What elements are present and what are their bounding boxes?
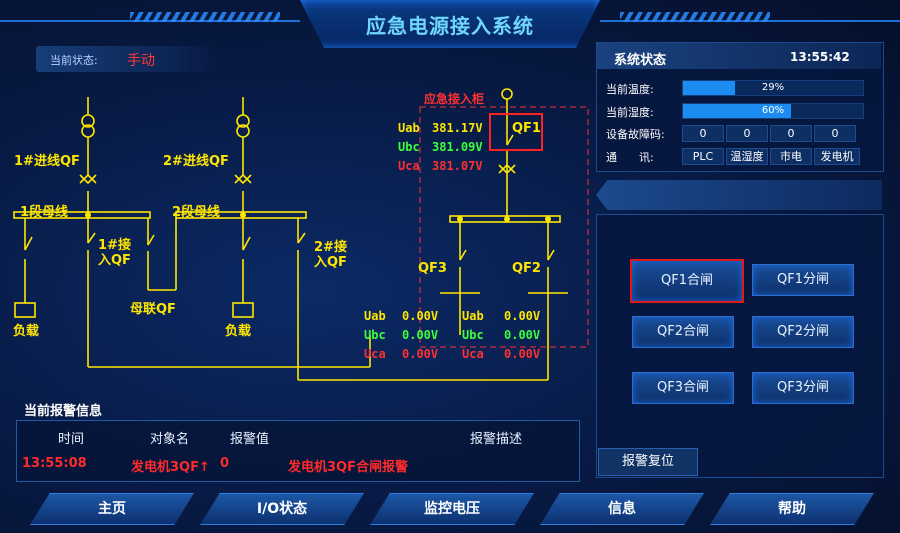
single-line-diagram bbox=[13, 88, 589, 381]
incoming1-label: 1#进线QF bbox=[14, 154, 80, 169]
meter-top-uca-value: 381.07V bbox=[432, 159, 483, 173]
bus2-bar bbox=[175, 211, 307, 219]
system-status-header bbox=[597, 43, 881, 69]
meter-left-uca-name: Uca bbox=[364, 347, 386, 361]
alarm-col-value: 报警值 bbox=[230, 432, 270, 447]
meter-top-uab-name: Uab bbox=[398, 121, 420, 135]
meter-left-ubc-name: Ubc bbox=[364, 328, 386, 342]
meter-left-uca-value: 0.00V bbox=[402, 347, 439, 361]
meter-right-ubc-name: Ubc bbox=[462, 328, 484, 342]
alarm-row-desc: 发电机3QF合闸报警 bbox=[288, 460, 408, 475]
load2-label: 负载 bbox=[225, 324, 252, 339]
meter-right-uca-name: Uca bbox=[462, 347, 484, 361]
comm-temp-humid: 温湿度 bbox=[726, 148, 768, 165]
alarm-panel bbox=[16, 420, 580, 482]
temperature-bar: 29% bbox=[682, 80, 864, 96]
incoming2-label: 2#进线QF bbox=[163, 154, 229, 169]
humidity-bar: 60% bbox=[682, 103, 864, 119]
qf2-open-button[interactable]: QF2分闸 bbox=[752, 316, 854, 348]
meter-right-uab-value: 0.00V bbox=[504, 309, 541, 323]
qf3-open-button[interactable]: QF3分闸 bbox=[752, 372, 854, 404]
system-status-title: 系统状态 bbox=[614, 53, 667, 68]
meter-left-uab-name: Uab bbox=[364, 309, 386, 323]
fault-code-3: 0 bbox=[770, 125, 812, 142]
comm-label: 通 讯: bbox=[606, 151, 654, 164]
bus1-label: 1段母线 bbox=[20, 205, 69, 220]
meter-left-ubc-value: 0.00V bbox=[402, 328, 439, 342]
nav-home[interactable]: 主页 bbox=[30, 493, 194, 525]
qf2-label[interactable]: QF2 bbox=[512, 261, 541, 276]
qf1-open-button[interactable]: QF1分闸 bbox=[752, 264, 854, 296]
title-banner bbox=[300, 0, 600, 48]
bus1-bar bbox=[13, 211, 151, 219]
alarm-col-object: 对象名 bbox=[150, 432, 190, 447]
alarm-row-object: 发电机3QF↑ bbox=[131, 460, 210, 475]
qf1-highlight bbox=[489, 113, 543, 151]
alarm-row-time: 13:55:08 bbox=[22, 456, 87, 471]
meter-right-uab-name: Uab bbox=[462, 309, 484, 323]
tie-label: 母联QF bbox=[130, 302, 176, 317]
fault-code-1: 0 bbox=[682, 125, 724, 142]
temperature-label: 当前温度: bbox=[606, 83, 654, 96]
qf3-label[interactable]: QF3 bbox=[418, 261, 447, 276]
access1-label: 1#接 入QF bbox=[98, 238, 131, 268]
mode-value: 手动 bbox=[127, 53, 155, 69]
mode-strip bbox=[36, 46, 216, 72]
access2-label: 2#接 入QF bbox=[314, 240, 347, 270]
cabinet-bus bbox=[449, 215, 561, 223]
nav-io-status[interactable]: I/O状态 bbox=[200, 493, 364, 525]
nav-help[interactable]: 帮助 bbox=[710, 493, 874, 525]
cabinet-frame bbox=[419, 106, 589, 348]
page-title: 应急电源接入系统 bbox=[366, 14, 534, 38]
comm-mains: 市电 bbox=[770, 148, 812, 165]
temperature-bar-fill bbox=[683, 81, 736, 95]
meter-top-uca-name: Uca bbox=[398, 159, 420, 173]
meter-top-ubc-name: Ubc bbox=[398, 140, 420, 154]
qf2-close-button[interactable]: QF2合闸 bbox=[632, 316, 734, 348]
qf3-close-button[interactable]: QF3合闸 bbox=[632, 372, 734, 404]
fault-code-2: 0 bbox=[726, 125, 768, 142]
meter-top-ubc-value: 381.09V bbox=[432, 140, 483, 154]
alarm-col-time: 时间 bbox=[58, 432, 85, 447]
fault-code-label: 设备故障码: bbox=[606, 128, 665, 141]
alarm-reset-button[interactable]: 报警复位 bbox=[598, 448, 698, 476]
header-stripes-left bbox=[130, 12, 280, 22]
humidity-label: 当前湿度: bbox=[606, 106, 654, 119]
mode-label: 当前状态: bbox=[50, 54, 98, 67]
fault-code-4: 0 bbox=[814, 125, 856, 142]
temperature-value: 29% bbox=[761, 82, 785, 93]
humidity-bar-fill bbox=[683, 104, 791, 118]
humidity-value: 60% bbox=[761, 105, 785, 116]
clock: 13:55:42 bbox=[790, 50, 850, 64]
comm-plc: PLC bbox=[682, 148, 724, 165]
meter-top-uab-value: 381.17V bbox=[432, 121, 483, 135]
nav-info[interactable]: 信息 bbox=[540, 493, 704, 525]
alarm-row-value: 0 bbox=[220, 456, 230, 471]
nav-voltage-monitor[interactable]: 监控电压 bbox=[370, 493, 534, 525]
meter-right-ubc-value: 0.00V bbox=[504, 328, 541, 342]
load1-label: 负载 bbox=[13, 324, 40, 339]
header-stripes-right bbox=[620, 12, 770, 22]
meter-right-uca-value: 0.00V bbox=[504, 347, 541, 361]
meter-left-uab-value: 0.00V bbox=[402, 309, 439, 323]
alarm-col-desc: 报警描述 bbox=[470, 432, 523, 447]
qf1-close-button[interactable]: QF1合闸 bbox=[630, 259, 744, 303]
cabinet-label: 应急接入柜 bbox=[424, 92, 485, 106]
bus2-label: 2段母线 bbox=[172, 205, 221, 220]
transformer-icon bbox=[81, 114, 95, 128]
qf1-label[interactable]: QF1 bbox=[512, 121, 541, 136]
comm-generator: 发电机 bbox=[814, 148, 860, 165]
alarm-title: 当前报警信息 bbox=[24, 404, 103, 419]
decorative-strip bbox=[596, 180, 882, 210]
